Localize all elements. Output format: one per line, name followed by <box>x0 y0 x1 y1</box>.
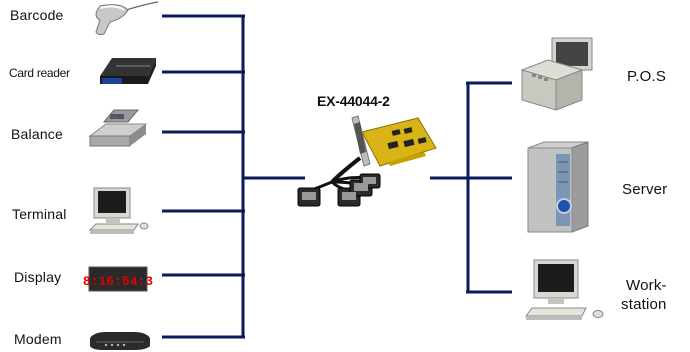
modem-icon <box>90 332 150 350</box>
workstation-label-line1: Work- <box>626 277 667 294</box>
display-label: Display <box>14 269 62 285</box>
led-digits: 8:16:54:3 <box>83 274 153 289</box>
workstation-icon <box>525 259 604 320</box>
card-model-title: EX-44044-2 <box>317 93 390 109</box>
barcode-scanner-icon <box>95 1 159 36</box>
workstation-label-line2: station <box>621 296 667 313</box>
card-reader-icon <box>100 58 156 84</box>
pos-label: P.O.S <box>627 68 667 85</box>
card-reader-label: Card reader <box>9 66 70 80</box>
terminal-icon <box>88 187 149 234</box>
led-display-icon: 8:16:54:3 <box>83 266 153 292</box>
modem-label: Modem <box>14 331 62 347</box>
server-label: Server <box>622 181 668 198</box>
pos-terminal-icon <box>520 37 593 111</box>
barcode-label: Barcode <box>10 7 64 23</box>
terminal-label: Terminal <box>12 206 67 222</box>
balance-label: Balance <box>11 126 63 142</box>
balance-scale-icon <box>88 109 148 147</box>
serial-card-with-cable-icon <box>297 115 437 207</box>
server-tower-icon <box>527 141 589 233</box>
